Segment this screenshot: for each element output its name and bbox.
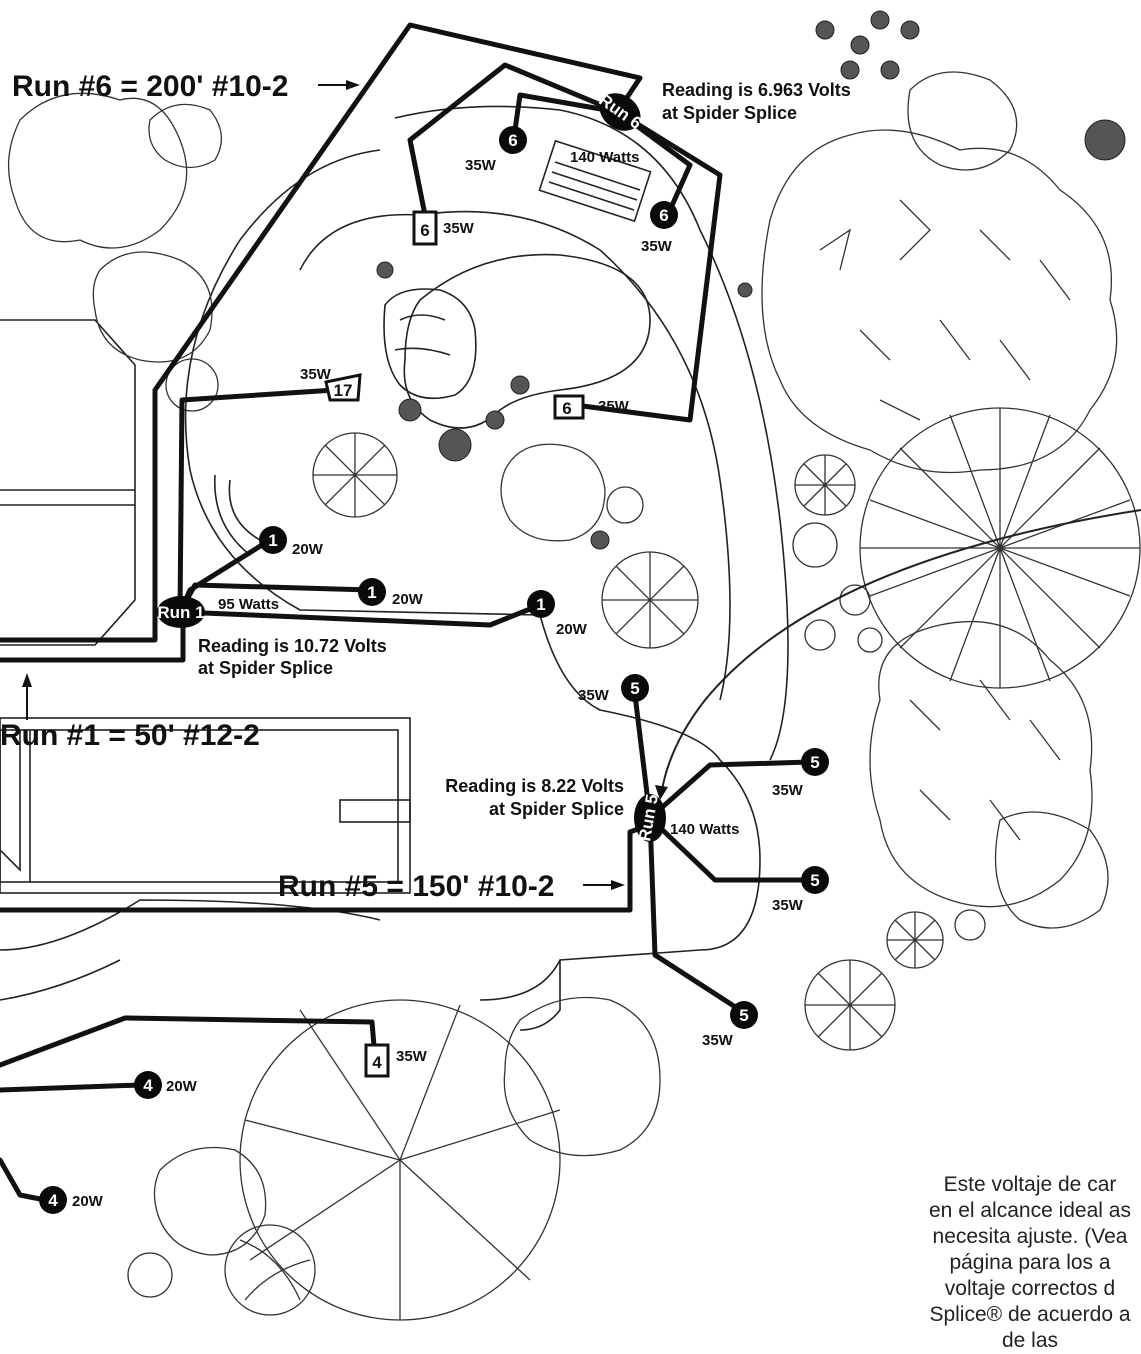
run4-wire [0,1157,48,1203]
svg-text:20W: 20W [556,621,588,638]
run5-reading: Reading is 8.22 Volts [445,776,624,796]
run1-reading: Reading is 10.72 Volts [198,636,387,656]
svg-text:20W: 20W [166,1078,198,1095]
svg-text:5: 5 [630,679,639,698]
svg-text:35W: 35W [578,687,610,704]
bench [538,139,652,223]
fixture-spotlight: 4 20W [39,1186,104,1214]
svg-text:1: 1 [536,595,545,614]
svg-text:35W: 35W [641,238,673,255]
fixture-spotlight: 5 35W [772,866,829,914]
svg-text:6: 6 [659,206,668,225]
run6-branch-wire [572,109,723,423]
fixture-spotlight: 1 20W [259,526,324,558]
svg-text:35W: 35W [300,366,332,383]
svg-text:1: 1 [268,531,277,550]
run1-branch-wire [177,387,338,615]
svg-text:35W: 35W [396,1048,428,1065]
fixture-spotlight: 5 35W [772,748,829,799]
svg-text:20W: 20W [292,541,324,558]
svg-text:20W: 20W [392,591,424,608]
run5-reading-location: at Spider Splice [489,799,624,819]
run5-branch-wire [647,815,813,883]
run4-wire [0,1082,143,1093]
fixture-well-light: 6 35W [412,210,475,246]
run1-branch-wire [177,602,543,628]
run1-feed-wire [0,617,186,663]
svg-text:17: 17 [334,381,353,400]
fixture-spotlight: 5 35W [702,1001,758,1049]
run6-title: Run #6 = 200' #10-2 [12,70,288,103]
svg-text:4: 4 [48,1191,58,1210]
svg-text:35W: 35W [598,398,630,415]
svg-text:6: 6 [562,399,571,418]
run5-branch-wire [647,759,813,821]
voltage-note-text: Este voltaje de car en el alcance ideal … [929,1173,1131,1352]
fixture-well-light: 17 35W [300,366,362,402]
fixture-spotlight: 6 35W [641,201,678,255]
garden-outlines [0,105,789,1031]
svg-text:4: 4 [372,1053,382,1072]
run6-feed-wire [0,22,643,643]
run5-total-watts: 140 Watts [670,821,739,838]
svg-text:35W: 35W [465,157,497,174]
svg-text:35W: 35W [772,897,804,914]
splice-run5: Run 5 [634,793,666,843]
run1-title: Run #1 = 50' #12-2 [0,719,260,752]
arrows [22,80,1141,890]
run4-wire [0,1015,378,1068]
fixture-spotlight: 6 35W [465,126,527,174]
svg-text:6: 6 [420,221,429,240]
run6-branch-wire [407,62,621,218]
svg-text:35W: 35W [702,1032,734,1049]
svg-text:35W: 35W [443,220,475,237]
run6-total-watts: 140 Watts [570,149,639,166]
svg-text:4: 4 [143,1076,153,1095]
svg-text:5: 5 [739,1006,748,1025]
fixture-spotlight: 1 20W [527,590,588,638]
svg-text:1: 1 [367,583,376,602]
svg-text:35W: 35W [772,782,804,799]
svg-text:Run 1: Run 1 [157,603,204,622]
svg-text:5: 5 [810,871,819,890]
fixture-spotlight: 4 20W [134,1071,198,1099]
splice-run1: Run 1 [157,596,205,628]
svg-text:6: 6 [508,131,517,150]
run6-branch-wire [512,92,621,133]
fixture-spotlight: 1 20W [358,578,424,608]
run1-reading-location: at Spider Splice [198,658,333,678]
plants [7,10,1141,1321]
fixture-spotlight: 5 35W [578,674,649,704]
run5-title: Run #5 = 150' #10-2 [278,870,554,903]
fixture-well-light: 6 35W [553,394,630,420]
fixture-well-light: 4 35W [364,1043,428,1078]
run6-reading: Reading is 6.963 Volts [662,80,851,100]
run6-reading-location: at Spider Splice [662,103,797,123]
svg-text:20W: 20W [72,1193,104,1210]
run5-branch-wire [647,815,743,1013]
run1-total-watts: 95 Watts [218,596,279,613]
svg-text:5: 5 [810,753,819,772]
